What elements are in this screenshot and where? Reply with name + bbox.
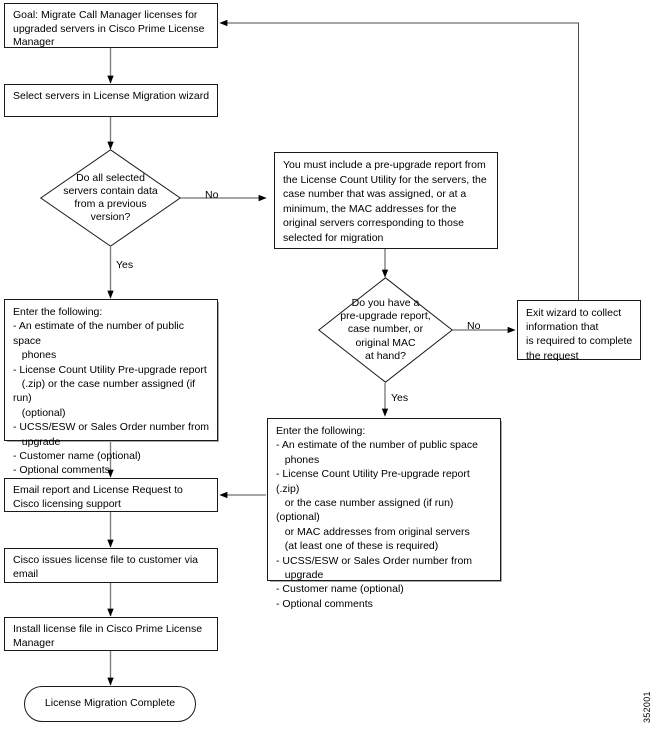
node-enter-following-right: Enter the following: - An estimate of th… [267,418,501,610]
decision-report-at-hand-label: Do you have a pre-upgrade report, case n… [340,296,431,362]
edge-label-report-at-hand-yes: Yes [391,392,409,404]
node-decision-report-at-hand: Do you have a pre-upgrade report, case n… [317,277,454,383]
node-cisco-issues-license: Cisco issues license file to customer vi… [4,548,218,583]
node-decision-previous-version: Do all selected servers contain data fro… [39,149,182,247]
node-install-license: Install license file in Cisco Prime Lice… [4,617,218,651]
node-goal: Goal: Migrate Call Manager licenses for … [4,3,218,48]
decision-diamond-shape [39,149,182,247]
edge-label-previous-version-yes: Yes [116,259,134,271]
edge-label-previous-version-no: No [205,189,219,201]
decision-previous-version-label: Do all selected servers contain data fro… [63,171,158,224]
node-exit-wizard: Exit wizard to collect information that … [517,300,641,362]
node-enter-following-left: Enter the following: - An estimate of th… [4,299,218,476]
node-must-include-note: You must include a pre-upgrade report fr… [274,152,498,249]
node-migration-complete: License Migration Complete [24,686,196,722]
edge-label-report-at-hand-no: No [467,320,481,332]
node-select-servers: Select servers in License Migration wiza… [4,84,218,117]
decision-diamond-shape [317,277,454,383]
figure-id-label: 352001 [642,691,651,723]
node-email-report: Email report and License Request to Cisc… [4,478,218,512]
